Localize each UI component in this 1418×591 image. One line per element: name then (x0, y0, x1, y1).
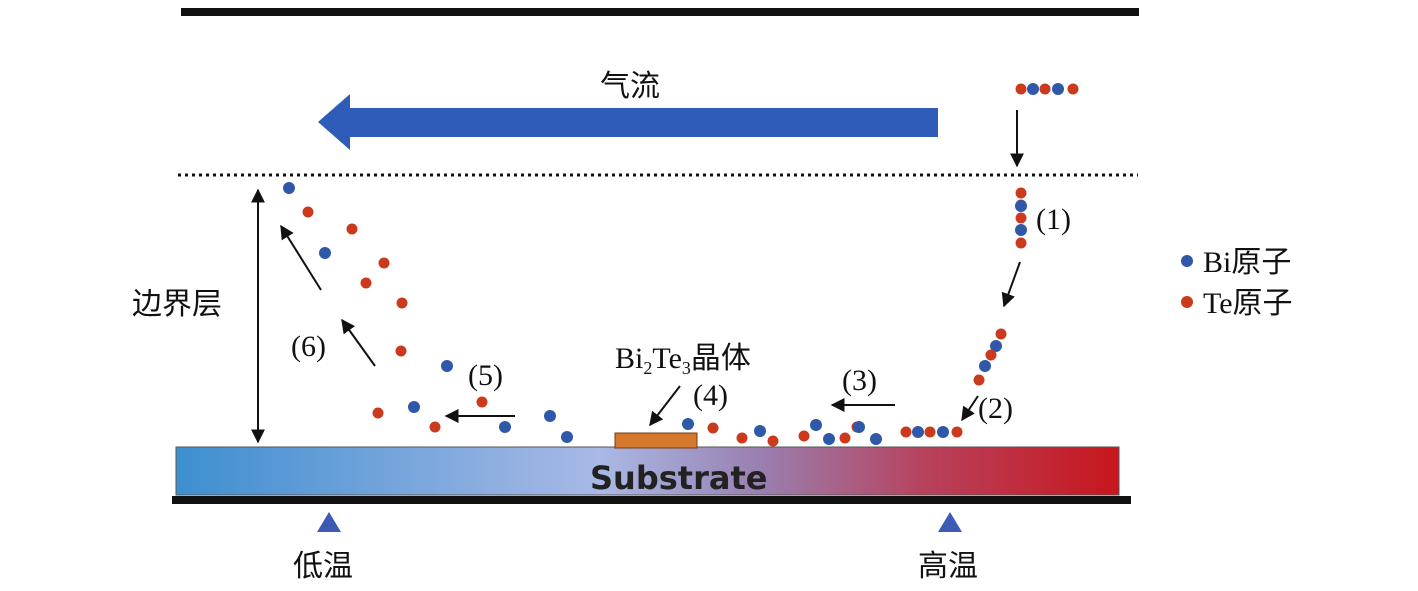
te-atom (951, 426, 963, 438)
te-atom (707, 422, 719, 434)
bi-atom (853, 421, 865, 433)
crystal-label-sub2: 3 (682, 358, 691, 378)
bi-atom (561, 431, 573, 443)
te-atom (429, 421, 441, 433)
bi-atom (544, 410, 556, 422)
bi-atom (682, 418, 694, 430)
bi-atom (754, 425, 766, 437)
te-atom (1015, 83, 1027, 95)
legend-bi-label: Bi原子 (1203, 246, 1291, 279)
te-atom (798, 430, 810, 442)
arrow-step-1 (1001, 261, 1021, 308)
bi-atom (283, 182, 295, 194)
te-atom (395, 345, 407, 357)
bi-atom (937, 426, 949, 438)
step-label-5: (5) (468, 359, 503, 392)
arrow-step-6-upper (280, 224, 322, 291)
te-atom (839, 432, 851, 444)
te-atom (1015, 212, 1027, 224)
legend-bi-swatch (1181, 255, 1193, 267)
bi-atom (1052, 83, 1064, 95)
bi-atom (1015, 224, 1027, 236)
te-atom (985, 349, 997, 361)
te-atom (767, 435, 779, 447)
crystal-label-sub1: 2 (643, 358, 652, 378)
bi-atom (408, 401, 420, 413)
gas-flow-label: 气流 (600, 70, 660, 103)
low-temp-marker (317, 512, 341, 532)
step-label-4: (4) (693, 379, 728, 412)
te-atom (476, 396, 488, 408)
bi2te3-crystal (614, 432, 698, 449)
crystal-label-bi: Bi (615, 342, 643, 375)
bi-atom (990, 340, 1002, 352)
bi-atom (810, 419, 822, 431)
step-label-2: (2) (978, 392, 1013, 425)
bi-atom (912, 426, 924, 438)
legend-te-swatch (1181, 296, 1193, 308)
te-atom (924, 426, 936, 438)
te-atom (346, 223, 358, 235)
arrow-step-6-lower (341, 318, 376, 367)
bi-atom (1027, 83, 1039, 95)
arrow-step-2 (961, 395, 979, 422)
te-atom (360, 277, 372, 289)
te-atom (736, 432, 748, 444)
bi-atom (441, 360, 453, 372)
bi-atom (1015, 200, 1027, 212)
chamber-top-wall (181, 8, 1139, 16)
bi-atom (319, 247, 331, 259)
crystal-label: Bi2Te3晶体 (615, 342, 751, 378)
step-label-6: (6) (291, 330, 326, 363)
te-atom (900, 426, 912, 438)
te-atom (1039, 83, 1051, 95)
te-atom (372, 407, 384, 419)
bi-atom (870, 433, 882, 445)
te-atom (396, 297, 408, 309)
substrate (175, 446, 1120, 496)
gas-flow-arrow (318, 94, 938, 150)
high-temp-marker (938, 512, 962, 532)
te-atom (1015, 187, 1027, 199)
te-atom (302, 206, 314, 218)
step-label-3: (3) (842, 364, 877, 397)
bi-atom (979, 360, 991, 372)
substrate-holder (172, 496, 1131, 504)
bi-atom (499, 421, 511, 433)
te-atom (1067, 83, 1079, 95)
te-atom (378, 257, 390, 269)
step-label-1: (1) (1036, 203, 1071, 236)
crystal-pointer-arrow (649, 385, 681, 427)
te-atom (973, 374, 985, 386)
te-atom (1015, 237, 1027, 249)
boundary-layer-label: 边界层 (132, 288, 222, 321)
te-atom (995, 328, 1007, 340)
legend: Bi原子 Te原子 (1181, 246, 1293, 320)
crystal-label-te: Te (652, 342, 682, 375)
low-temp-label: 低温 (293, 550, 353, 583)
crystal-label-suffix: 晶体 (691, 342, 751, 375)
bi-atom (823, 433, 835, 445)
legend-te-label: Te原子 (1203, 287, 1293, 320)
high-temp-label: 高温 (918, 550, 978, 583)
atoms-layer (283, 83, 1079, 447)
substrate-label: Substrate (590, 459, 767, 497)
